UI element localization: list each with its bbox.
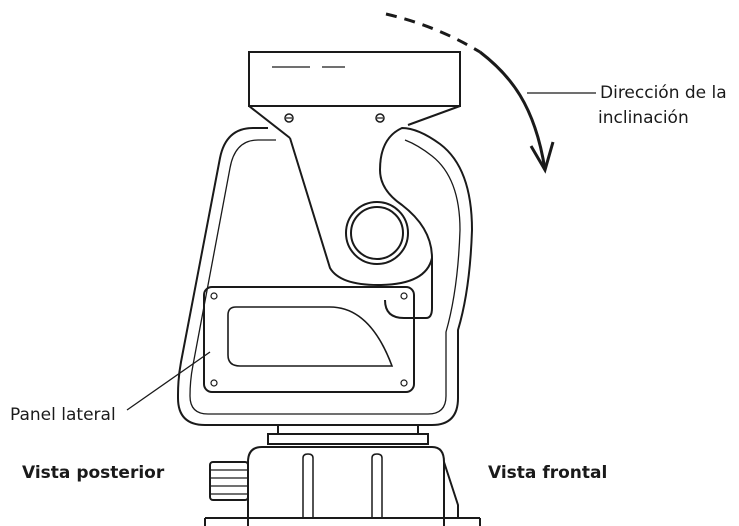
- side-panel-label: Panel lateral: [10, 405, 116, 425]
- cable-gland: [209, 461, 249, 501]
- front-view-label: Vista frontal: [488, 463, 608, 483]
- tilt-direction-label-line1: Dirección de la: [600, 83, 727, 103]
- housing-outline: [177, 126, 474, 426]
- rear-view-label: Vista posterior: [22, 463, 165, 483]
- tilt-direction-arrow: [385, 12, 555, 174]
- base-collar: [267, 424, 429, 445]
- top-mount: [248, 51, 461, 139]
- tilt-direction-label-line2: inclinación: [598, 108, 689, 128]
- lens-window: [345, 201, 409, 265]
- screw-right: [375, 113, 385, 123]
- side-panel-leader: [126, 351, 211, 411]
- screw-left: [284, 113, 294, 123]
- housing-inner-outline: [189, 139, 461, 415]
- tilt-arm: [289, 137, 433, 287]
- base-unit: [204, 446, 481, 526]
- side-panel: [203, 286, 415, 393]
